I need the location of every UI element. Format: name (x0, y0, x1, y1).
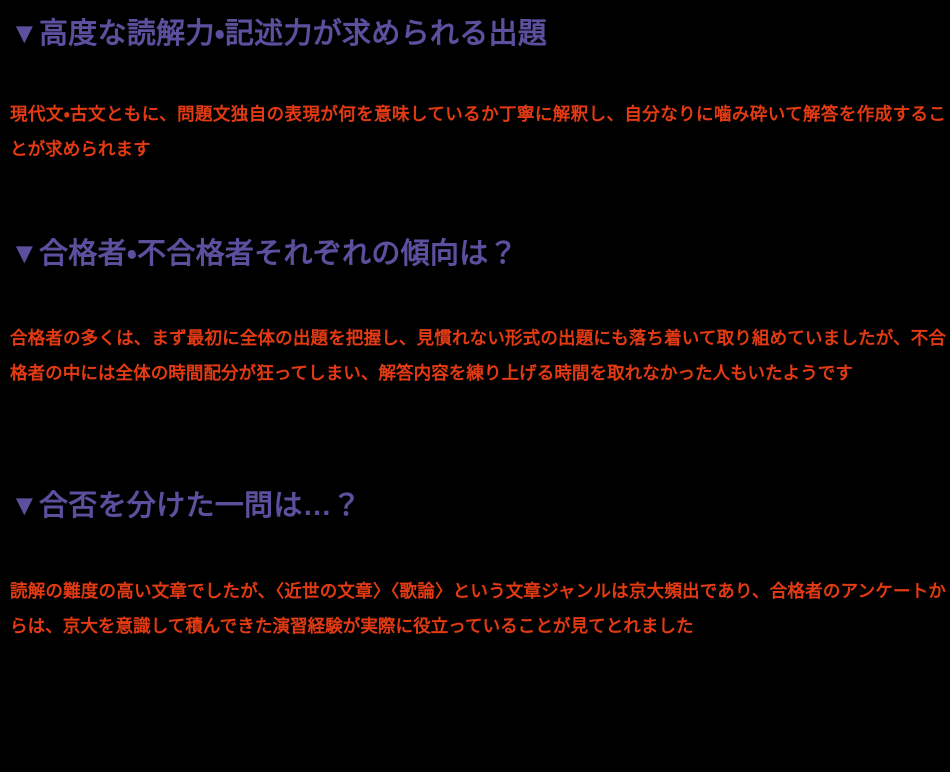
section-pass-fail-trends: ▼合格者・不合格者それぞれの傾向は？ 合格者の多くは、まず最初に全体の出題を把握… (0, 240, 950, 391)
section-heading-3: ▼合否を分けた一問は…？ (10, 490, 362, 522)
section-heading-1: ▼高度な読解力・記述力が求められる出題 (10, 18, 548, 50)
section-heading-2: ▼合格者・不合格者それぞれの傾向は？ (10, 238, 518, 270)
section-body-2: 合格者の多くは、まず最初に全体の出題を把握し、見慣れない形式の出題にも落ち着いて… (10, 328, 946, 383)
section-body-3: 読解の難度の高い文章でしたが、〈近世の文章〉〈歌論〉という文章ジャンルは京大頻出… (10, 581, 946, 636)
section-decisive-question: ▼合否を分けた一問は…？ 読解の難度の高い文章でしたが、〈近世の文章〉〈歌論〉と… (0, 492, 950, 644)
section-body-1: 現代文・古文ともに、問題文独自の表現が何を意味しているか丁寧に解釈し、自分なりに… (10, 104, 946, 159)
section-reading-writing: ▼高度な読解力・記述力が求められる出題 現代文・古文ともに、問題文独自の表現が何… (0, 20, 950, 167)
